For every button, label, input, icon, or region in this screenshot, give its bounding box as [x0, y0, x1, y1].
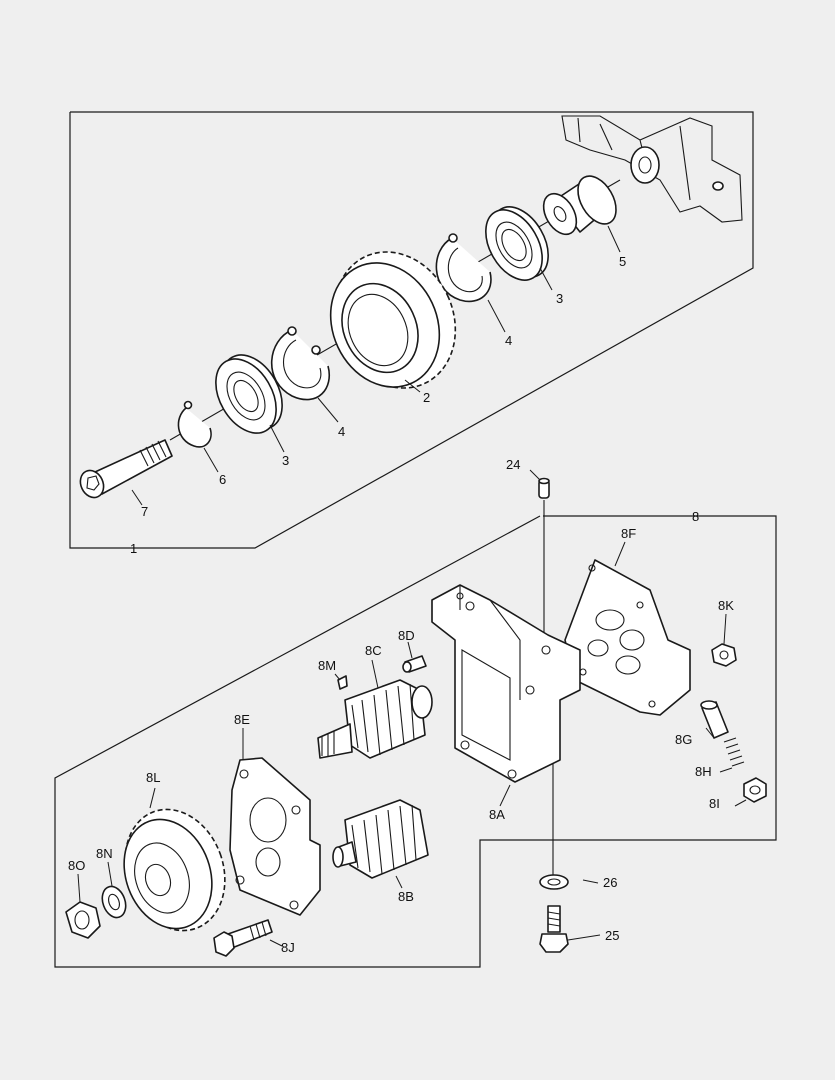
- part-26-washer: [539, 874, 569, 890]
- callout-8L: 8L: [146, 770, 160, 785]
- callout-8N: 8N: [96, 846, 113, 861]
- callout-8M: 8M: [318, 658, 336, 673]
- callout-25: 25: [605, 928, 619, 943]
- callout-7: 7: [141, 504, 148, 519]
- part-8K-nut: [711, 643, 737, 667]
- callout-4-upper: 4: [505, 333, 512, 348]
- engine-housing: [561, 115, 743, 223]
- part-8A-pump-body: [431, 584, 581, 783]
- part-8L-large-gear: [123, 808, 226, 932]
- callout-8O: 8O: [68, 858, 85, 873]
- part-8G-plunger: [700, 700, 729, 739]
- callout-8G: 8G: [675, 732, 692, 747]
- part-8J-bolt: [213, 919, 273, 957]
- part-4-circlip-upper: [435, 233, 492, 303]
- part-4-circlip-lower: [270, 326, 331, 401]
- group-1-frame: [69, 111, 754, 549]
- callout-2: 2: [423, 390, 430, 405]
- callout-8H: 8H: [695, 764, 712, 779]
- part-8N-washer: [101, 885, 127, 919]
- part-7-bolt: [79, 439, 173, 499]
- callout-8F: 8F: [621, 526, 636, 541]
- callout-8: 8: [692, 509, 699, 524]
- part-8F-cover: [564, 559, 691, 716]
- callout-8J: 8J: [281, 940, 295, 955]
- part-2-helical-gear: [329, 251, 457, 389]
- callout-5: 5: [619, 254, 626, 269]
- group-8-frame: [54, 515, 777, 968]
- callout-8C: 8C: [365, 643, 382, 658]
- part-8D-pin: [402, 655, 427, 673]
- callout-26: 26: [603, 875, 617, 890]
- part-25-bolt: [539, 905, 569, 953]
- callout-6: 6: [219, 472, 226, 487]
- callout-3-upper: 3: [556, 291, 563, 306]
- callout-3-lower: 3: [282, 453, 289, 468]
- part-5-bushing: [542, 175, 617, 236]
- callout-1: 1: [130, 541, 137, 556]
- part-8I-plug: [743, 777, 767, 803]
- callout-24: 24: [506, 457, 520, 472]
- part-24-dowel-pin: [538, 477, 550, 499]
- part-8O-nut: [65, 901, 101, 939]
- part-8C-drive-gear: [317, 679, 433, 759]
- callout-8A: 8A: [489, 807, 505, 822]
- callout-4-lower: 4: [338, 424, 345, 439]
- part-8M-key: [337, 675, 348, 690]
- part-3-bearing-upper: [485, 206, 549, 281]
- part-3-bearing-lower: [215, 354, 283, 434]
- part-8H-spring: [723, 737, 745, 767]
- callout-8K: 8K: [718, 598, 734, 613]
- part-8B-driven-gear: [332, 799, 429, 879]
- callout-8I: 8I: [709, 796, 720, 811]
- callout-8E: 8E: [234, 712, 250, 727]
- callout-8B: 8B: [398, 889, 414, 904]
- callout-8D: 8D: [398, 628, 415, 643]
- part-8E-front-plate: [229, 757, 321, 916]
- leader-lines: [77, 225, 747, 947]
- part-6-snap-ring: [177, 400, 212, 448]
